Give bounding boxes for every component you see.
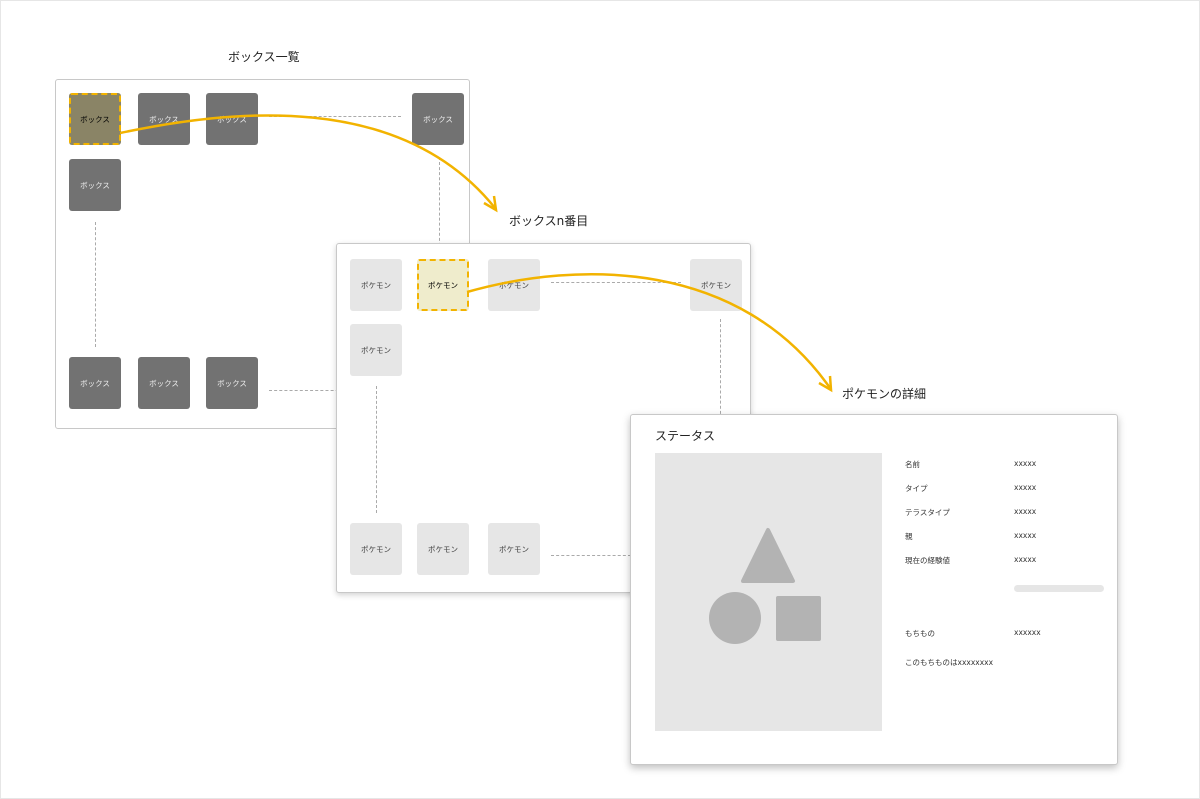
pokemon-detail-title: ポケモンの詳細 — [842, 387, 927, 401]
item-description: このもちものはxxxxxxxx — [905, 658, 994, 667]
row-value: xxxxx — [1014, 555, 1037, 564]
ellipsis-line — [551, 555, 631, 556]
status-heading: ステータス — [655, 429, 716, 443]
row-value: xxxxx — [1014, 483, 1037, 492]
box[interactable]: ボックス — [69, 159, 121, 211]
row-label: タイプ — [905, 484, 928, 493]
pokemon-label: ポケモン — [361, 345, 391, 355]
box-selected[interactable]: ボックス — [69, 93, 121, 145]
exp-progress-bar — [1014, 585, 1104, 592]
row-label: 現在の経験値 — [905, 556, 950, 565]
item-value: xxxxxx — [1014, 628, 1041, 637]
box-label: ボックス — [80, 114, 110, 124]
ellipsis-line — [269, 116, 401, 117]
ellipsis-line — [720, 319, 721, 419]
ellipsis-line — [551, 282, 681, 283]
box-label: ボックス — [149, 114, 179, 124]
image-placeholder-icon — [709, 528, 821, 644]
box[interactable]: ボックス — [138, 93, 190, 145]
box[interactable]: ボックス — [69, 357, 121, 409]
pokemon-slot[interactable]: ポケモン — [488, 523, 540, 575]
pokemon-label: ポケモン — [428, 544, 458, 554]
pokemon-image-placeholder — [655, 453, 882, 731]
ellipsis-line — [269, 390, 349, 391]
row-value: xxxxx — [1014, 507, 1037, 516]
pokemon-slot[interactable]: ポケモン — [417, 523, 469, 575]
row-label: 名前 — [905, 460, 920, 469]
arrowhead-icon — [818, 375, 833, 393]
row-label: テラスタイプ — [905, 508, 950, 517]
pokemon-label: ポケモン — [361, 544, 391, 554]
ellipsis-line — [376, 386, 377, 513]
pokemon-label: ポケモン — [428, 280, 458, 290]
arrow-to-box — [119, 114, 496, 209]
box-label: ボックス — [80, 378, 110, 388]
row-value: xxxxx — [1014, 459, 1037, 468]
pokemon-slot[interactable]: ポケモン — [350, 324, 402, 376]
pokemon-slot[interactable]: ポケモン — [350, 523, 402, 575]
box-label: ボックス — [217, 378, 247, 388]
pokemon-slot-selected[interactable]: ポケモン — [417, 259, 469, 311]
box[interactable]: ボックス — [206, 357, 258, 409]
pokemon-label: ポケモン — [499, 544, 529, 554]
pokemon-label: ポケモン — [361, 280, 391, 290]
pokemon-slot[interactable]: ポケモン — [690, 259, 742, 311]
pokemon-label: ポケモン — [701, 280, 731, 290]
pokemon-label: ポケモン — [499, 280, 529, 290]
box[interactable]: ボックス — [138, 357, 190, 409]
box-label: ボックス — [423, 114, 453, 124]
row-value: xxxxx — [1014, 531, 1037, 540]
row-label: 親 — [905, 532, 913, 541]
ellipsis-line — [95, 222, 96, 347]
box-label: ボックス — [217, 114, 247, 124]
pokemon-detail-panel: ステータス 名前 xxxxx タイプ xxxxx テラスタイプ xxxxx 親 … — [630, 414, 1118, 765]
box[interactable]: ボックス — [412, 93, 464, 145]
box-list-title: ボックス一覧 — [228, 50, 300, 64]
pokemon-slot[interactable]: ポケモン — [350, 259, 402, 311]
box-n-title: ボックスn番目 — [509, 214, 589, 228]
arrowhead-icon — [483, 195, 498, 213]
arrow-to-detail — [466, 272, 832, 389]
item-label: もちもの — [905, 629, 935, 638]
box-label: ボックス — [149, 378, 179, 388]
box-label: ボックス — [80, 180, 110, 190]
